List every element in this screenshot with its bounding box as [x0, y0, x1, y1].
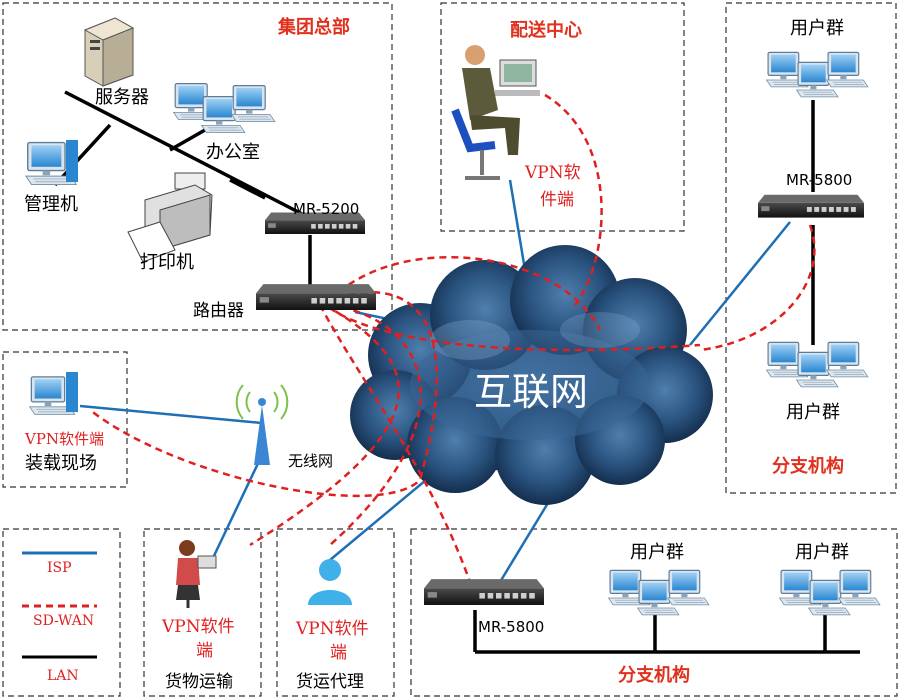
agent-title: 货运代理 — [296, 672, 364, 692]
branch-bottom-title: 分支机构 — [618, 664, 690, 686]
hq-box — [2, 2, 393, 331]
printer-label: 打印机 — [140, 252, 194, 273]
dispatch-vpn-line2: 件端 — [540, 190, 574, 210]
branch-bottom-router-icon — [424, 579, 544, 605]
pc-tower — [66, 140, 78, 182]
branch-bottom-users-b-label: 用户群 — [795, 542, 849, 563]
agent-person-icon — [308, 559, 352, 605]
router-icon — [256, 284, 376, 310]
branch-top-title: 分支机构 — [772, 455, 844, 477]
branch-top-pc-group-top — [765, 51, 869, 98]
lan-links — [53, 90, 860, 654]
cargo-vpn-line2: 端 — [196, 641, 213, 661]
legend-box — [2, 528, 121, 697]
mr5200-label: MR-5200 — [293, 200, 359, 218]
branch-bottom-mr5800-label: MR-5800 — [478, 618, 544, 636]
branch-bottom-pc-group-a — [607, 569, 710, 616]
dispatch-title: 配送中心 — [510, 19, 582, 41]
legend-sdwan-label: SD-WAN — [33, 613, 94, 629]
printer-icon — [127, 172, 213, 263]
courier-person-icon — [176, 540, 217, 608]
branch-top-users-label: 用户群 — [790, 18, 844, 39]
internet-cloud — [350, 245, 713, 505]
dispatch-box — [440, 2, 685, 232]
branch-top-pc-group-bottom — [765, 341, 869, 388]
router-label: 路由器 — [193, 301, 244, 321]
server-label: 服务器 — [95, 87, 149, 108]
legend-lan-label: LAN — [47, 668, 79, 684]
pc-icon — [825, 341, 869, 378]
pc-icon — [825, 51, 869, 88]
loading-site-label: 装载现场 — [25, 453, 97, 474]
cargo-box — [143, 528, 262, 697]
branch-bottom-pc-group-b — [778, 569, 881, 616]
pc-icon — [666, 569, 710, 606]
hq-title: 集团总部 — [277, 16, 350, 38]
office-label: 办公室 — [206, 142, 260, 163]
office-pc-group — [173, 82, 276, 134]
loading-vpn-label: VPN软件端 — [24, 430, 104, 448]
branch-top-box — [725, 2, 897, 494]
pc-icon — [837, 569, 881, 606]
internet-label: 互联网 — [474, 370, 588, 414]
branch-top-mr5800-label: MR-5800 — [786, 171, 852, 189]
sdwan-links — [89, 93, 816, 583]
wireless-label: 无线网 — [288, 452, 333, 470]
branch-bottom-users-a-label: 用户群 — [630, 542, 684, 563]
pc-icon — [231, 84, 276, 123]
branch-bottom-box — [410, 528, 898, 697]
admin-label: 管理机 — [24, 194, 78, 215]
cargo-title: 货物运输 — [165, 672, 233, 692]
wireless-tower-icon — [235, 384, 289, 465]
branch-top-router-icon — [758, 194, 864, 218]
pc-tower — [66, 372, 78, 412]
agent-vpn-line1: VPN软件 — [295, 619, 369, 639]
legend-isp-label: ISP — [47, 560, 72, 576]
server-icon — [83, 17, 135, 87]
branch-top-users-bottom-label: 用户群 — [786, 402, 840, 423]
cargo-vpn-line1: VPN软件 — [161, 617, 235, 637]
loading-box — [2, 351, 128, 488]
worker-icon — [451, 45, 540, 180]
agent-box — [276, 528, 395, 697]
dispatch-vpn-line1: VPN软 — [524, 163, 581, 183]
agent-vpn-line2: 端 — [330, 643, 347, 663]
